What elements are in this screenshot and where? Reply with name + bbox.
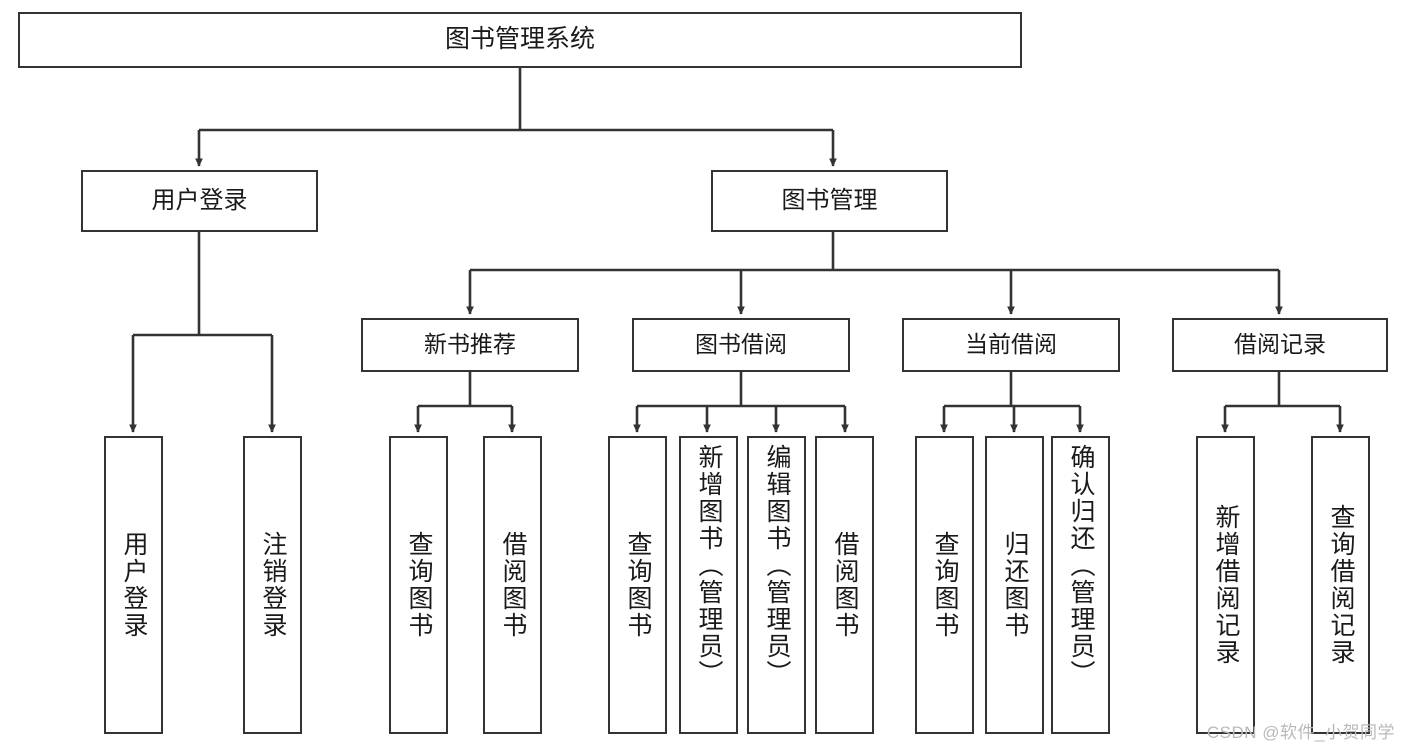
node-borrow-record-label: 借阅记录	[1234, 331, 1326, 358]
node-leaf-user-login-label: 用户登录	[120, 531, 148, 639]
node-leaf-borrow-book-1-label: 借阅图书	[499, 531, 527, 639]
node-leaf-logout-login-label: 注销登录	[259, 531, 287, 639]
node-leaf-edit-book[interactable]: 编辑图书（管理员）	[747, 436, 806, 734]
node-leaf-add-record-label: 新增借阅记录	[1212, 504, 1240, 666]
node-root-label: 图书管理系统	[444, 25, 595, 54]
node-root-book-management-system[interactable]: 图书管理系统	[18, 12, 1022, 68]
node-leaf-query-record[interactable]: 查询借阅记录	[1311, 436, 1370, 734]
node-book-manage[interactable]: 图书管理	[711, 170, 948, 232]
node-leaf-query-book-1-label: 查询图书	[405, 531, 433, 639]
node-current-borrow-label: 当前借阅	[965, 331, 1057, 358]
node-leaf-query-book-3-label: 查询图书	[931, 531, 959, 639]
node-book-borrow[interactable]: 图书借阅	[632, 318, 850, 372]
node-book-borrow-label: 图书借阅	[695, 331, 787, 358]
node-leaf-return-book[interactable]: 归还图书	[985, 436, 1044, 734]
node-leaf-add-record[interactable]: 新增借阅记录	[1196, 436, 1255, 734]
node-leaf-confirm-return-label: 确认归还（管理员）	[1067, 444, 1095, 687]
node-leaf-query-record-label: 查询借阅记录	[1327, 504, 1355, 666]
node-user-login-label: 用户登录	[151, 186, 248, 214]
node-new-book-recommend-label: 新书推荐	[424, 331, 516, 358]
node-leaf-add-book[interactable]: 新增图书（管理员）	[679, 436, 738, 734]
node-new-book-recommend[interactable]: 新书推荐	[361, 318, 579, 372]
node-current-borrow[interactable]: 当前借阅	[902, 318, 1120, 372]
node-borrow-record[interactable]: 借阅记录	[1172, 318, 1388, 372]
node-book-manage-label: 图书管理	[781, 186, 878, 214]
node-leaf-borrow-book-2-label: 借阅图书	[831, 531, 859, 639]
node-leaf-query-book-1[interactable]: 查询图书	[389, 436, 448, 734]
node-leaf-user-login[interactable]: 用户登录	[104, 436, 163, 734]
node-leaf-add-book-label: 新增图书（管理员）	[695, 444, 723, 687]
node-user-login[interactable]: 用户登录	[81, 170, 318, 232]
node-leaf-return-book-label: 归还图书	[1001, 531, 1029, 639]
node-leaf-query-book-3[interactable]: 查询图书	[915, 436, 974, 734]
node-leaf-borrow-book-2[interactable]: 借阅图书	[815, 436, 874, 734]
node-leaf-query-book-2[interactable]: 查询图书	[608, 436, 667, 734]
node-leaf-query-book-2-label: 查询图书	[624, 531, 652, 639]
node-leaf-edit-book-label: 编辑图书（管理员）	[763, 444, 791, 687]
node-leaf-confirm-return[interactable]: 确认归还（管理员）	[1051, 436, 1110, 734]
node-leaf-logout-login[interactable]: 注销登录	[243, 436, 302, 734]
node-leaf-borrow-book-1[interactable]: 借阅图书	[483, 436, 542, 734]
